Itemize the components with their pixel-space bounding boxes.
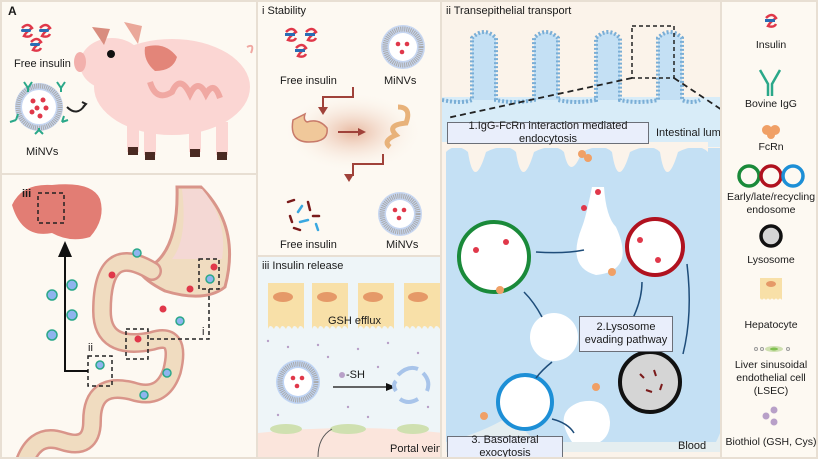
legend-biothiol-label: Biothiol (GSH, Cys) [725, 436, 817, 448]
blood-label: Blood [678, 440, 707, 452]
legend-fcrn-label: FcRn [758, 141, 784, 153]
legend-hepatocyte-label: Hepatocyte [744, 319, 798, 331]
minv-icon [381, 25, 425, 69]
portal-vein-label: Portal vein [390, 443, 442, 455]
stability-illustration [283, 25, 425, 236]
legend-igg-label: Bovine IgG [745, 98, 797, 110]
intestinal-lumen-label: Intestinal lumen [656, 127, 721, 139]
recycling-endosome [496, 373, 554, 431]
gi-tract-illustration [12, 184, 232, 457]
roi-label-ii: ii [88, 342, 93, 354]
legend-icons [737, 13, 805, 426]
insulin-icon [285, 27, 318, 58]
panel-letter: A [8, 4, 17, 18]
flow-arrow [352, 154, 384, 176]
lysosome [618, 350, 682, 414]
transport-illustration [442, 25, 720, 452]
minv-icon [276, 360, 320, 404]
minvs-top-label: MiNVs [384, 75, 417, 87]
sh-label: -SH [346, 369, 365, 381]
insulin-icon [21, 23, 52, 52]
disassembled-minv [392, 365, 431, 404]
overview-panel: A [0, 0, 258, 175]
insulin-icon [765, 13, 778, 28]
fcrn-icon [762, 125, 780, 139]
legend-panel: Insulin Bovine IgG FcRn Early/late/recyc… [720, 0, 818, 459]
lysosome-icon [759, 224, 783, 248]
pig-illustration [9, 22, 254, 160]
roi-label-i: i [202, 326, 205, 338]
igg-icon [758, 69, 782, 96]
intestine-small-icon [384, 104, 411, 149]
gi-tract-panel: iii ii i [0, 173, 258, 459]
early-endosome [457, 220, 531, 294]
sorting-vesicle [530, 313, 578, 361]
insulin-release-illustration [258, 283, 440, 457]
step2-label: 2.Lysosome evading pathway [579, 316, 673, 352]
insulin-release-panel: iii Insulin release GSH efflux -SH Porta… [256, 255, 442, 459]
transport-arrow [64, 251, 88, 372]
legend-endosome-label: Early/late/recycling endosome [726, 191, 816, 216]
insulin-release-title: iii Insulin release [262, 260, 344, 272]
minvs-label: MiNVs [26, 146, 59, 158]
step3-label: 3. Basolateral exocytosis [447, 434, 563, 457]
lsec-icon [754, 346, 790, 352]
endocytosis-vesicle [576, 187, 623, 275]
transport-panel: ii Transepithelial transport 1.IgG-FcRn … [440, 0, 722, 459]
pig-body [74, 22, 254, 160]
roi-label-iii: iii [22, 188, 32, 200]
villi [442, 30, 701, 104]
free-insulin-top-label: Free insulin [280, 75, 337, 87]
biothiol-icon [762, 406, 778, 426]
degraded-insulin-icon [286, 198, 321, 232]
minv-icon [378, 192, 422, 236]
stability-panel: i Stability Free insulin MiNVs Free insu… [256, 0, 442, 257]
endosome-icon [737, 164, 805, 188]
legend-lysosome-label: Lysosome [747, 254, 795, 266]
flow-arrow [322, 87, 354, 109]
stomach-small-icon [291, 112, 328, 143]
liver-icon [12, 184, 102, 240]
free-insulin-label: Free insulin [14, 58, 71, 70]
gsh-efflux-label: GSH efflux [328, 315, 381, 327]
free-insulin-bottom-label: Free insulin [280, 239, 337, 251]
step1-label: 1.IgG-FcRn interaction mediated endocyto… [447, 120, 649, 145]
minv-icon [9, 81, 69, 135]
hepatocyte-icon [760, 278, 782, 300]
zoom-box [631, 25, 675, 79]
roi-ii-box [125, 328, 149, 360]
exocytosis-vesicle [563, 400, 610, 442]
late-endosome [625, 217, 685, 277]
hepatocyte-layer [262, 283, 440, 329]
transport-title: ii Transepithelial transport [446, 5, 572, 17]
legend-lsec-label: Liver sinusoidal endothelial cell (LSEC) [734, 359, 808, 397]
legend-insulin-label: Insulin [755, 39, 787, 51]
stability-title: i Stability [262, 5, 307, 17]
minvs-bottom-label: MiNVs [386, 239, 419, 251]
